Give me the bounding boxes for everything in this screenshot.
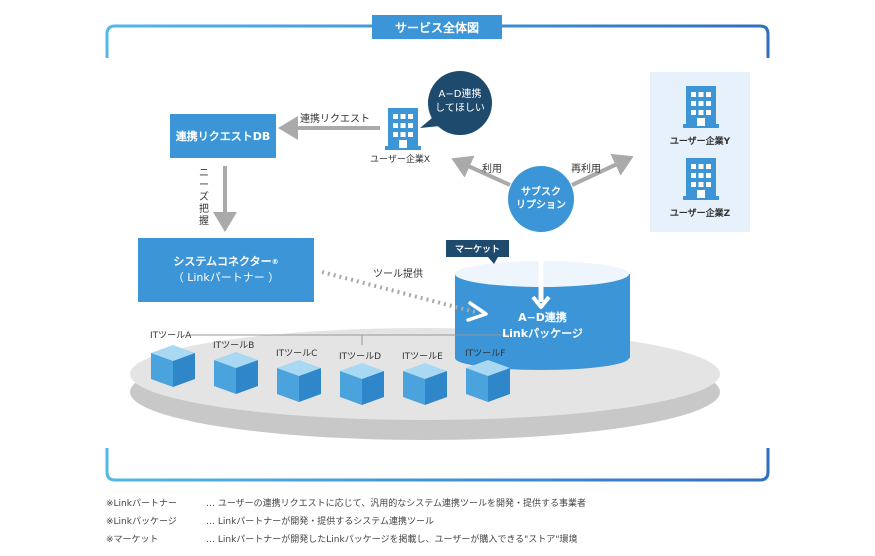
frame-bottom — [105, 448, 770, 482]
connector-line1: システムコネクター® — [173, 255, 279, 268]
it-tool-label: ITツールA — [150, 331, 192, 341]
cube-icon — [151, 345, 195, 387]
footnote-row: ※マーケット… Linkパートナーが開発したLinkパッケージを掲載し、ユーザー… — [106, 535, 578, 545]
it-tool-label: ITツールB — [213, 341, 255, 351]
cube-icon — [403, 363, 447, 405]
market-tag — [446, 240, 509, 257]
arrow-tool-supply — [321, 270, 476, 314]
bubble-text: A−D連携 してほしい — [435, 89, 485, 114]
building-icon — [683, 86, 719, 128]
connector-line2: （ Linkパートナー ） — [172, 271, 280, 284]
package-text: A−D連携 Linkパッケージ — [502, 311, 583, 340]
frame-top — [105, 24, 770, 58]
request-db-box: 連携リクエストDB — [170, 114, 276, 158]
arrow-reuse — [571, 153, 634, 187]
arrow-subscription-head-up — [531, 240, 551, 254]
company-x-label: ユーザー企業X — [370, 155, 430, 165]
tool-supply-label: ツール提供 — [373, 269, 423, 280]
it-tool-label: ITツールD — [339, 352, 382, 362]
reuse-label: 再利用 — [571, 164, 601, 175]
request-arrow-label: 連携リクエスト — [300, 114, 370, 125]
footnote-row: ※Linkパートナー… ユーザーの連携リクエストに応じて、汎用的なシステム連携ツ… — [106, 499, 586, 509]
it-tool-label: ITツールE — [402, 352, 443, 362]
building-icon — [385, 108, 421, 150]
it-tool-label: ITツールF — [465, 349, 506, 359]
subscription-circle — [508, 166, 574, 232]
cube-icon — [277, 360, 321, 402]
use-label: 利用 — [482, 164, 502, 175]
arrow-use — [451, 155, 511, 187]
diagram-title: サービス全体図 — [372, 15, 502, 39]
company-z-label: ユーザー企業Z — [669, 209, 731, 219]
company-y-label: ユーザー企業Y — [669, 137, 731, 147]
subscription-text: サブスク リプション — [516, 187, 566, 211]
system-connector-box: システムコネクター® （ Linkパートナー ） — [138, 238, 314, 302]
tool-link-lines — [190, 334, 510, 345]
arrow-tool-supply-head — [466, 301, 488, 322]
it-tool-label: ITツールC — [276, 349, 318, 359]
needs-label: ニーズ把握 — [199, 168, 209, 227]
speech-bubble-tail — [420, 118, 440, 128]
registered-mark: ® — [271, 258, 279, 266]
market-label: マーケット — [454, 245, 500, 255]
market-tag-tail — [488, 257, 498, 264]
speech-bubble — [428, 71, 492, 135]
arrow-subscription-head-down — [531, 295, 551, 309]
cube-icon — [214, 352, 258, 394]
building-icon — [683, 158, 719, 200]
cube-icon — [340, 363, 384, 405]
cube-icon — [466, 360, 510, 402]
footnote-row: ※Linkパッケージ… Linkパートナーが開発・提供するシステム連携ツール — [106, 517, 435, 527]
